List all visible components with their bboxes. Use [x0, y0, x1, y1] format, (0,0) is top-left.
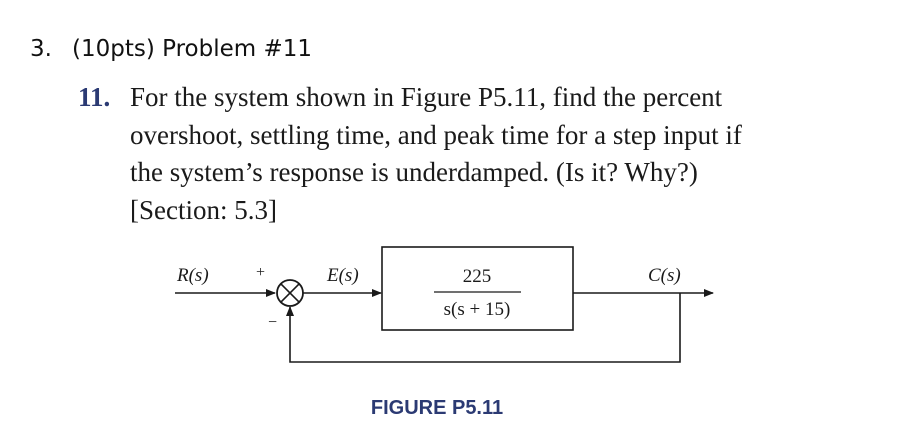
problem-number: 11.: [78, 82, 111, 112]
tf-numerator: 225: [463, 266, 492, 287]
problem-line-2: overshoot, settling time, and peak time …: [130, 119, 742, 150]
problem-line-4: [Section: 5.3]: [130, 194, 277, 225]
error-label: E(s): [326, 265, 359, 286]
question-header: 3. (10pts) Problem #11: [30, 36, 312, 62]
question-title: (10pts) Problem #11: [72, 36, 313, 62]
feedback-path: [286, 293, 681, 363]
problem-statement: 11. For the system shown in Figure P5.11…: [78, 79, 838, 229]
transfer-function-block: [381, 246, 574, 331]
input-label: R(s): [176, 265, 209, 286]
problem-line-3: the system’s response is underdamped. (I…: [130, 157, 698, 187]
tf-denominator: s(s + 15): [444, 299, 511, 320]
problem-line-1: For the system shown in Figure P5.11, fi…: [130, 82, 723, 112]
minus-sign: −: [268, 314, 277, 331]
plus-sign: +: [256, 264, 265, 281]
figure-caption: FIGURE P5.11: [371, 397, 503, 419]
question-number: 3.: [30, 36, 52, 62]
output-label: C(s): [648, 265, 681, 286]
summing-junction: [276, 279, 304, 307]
